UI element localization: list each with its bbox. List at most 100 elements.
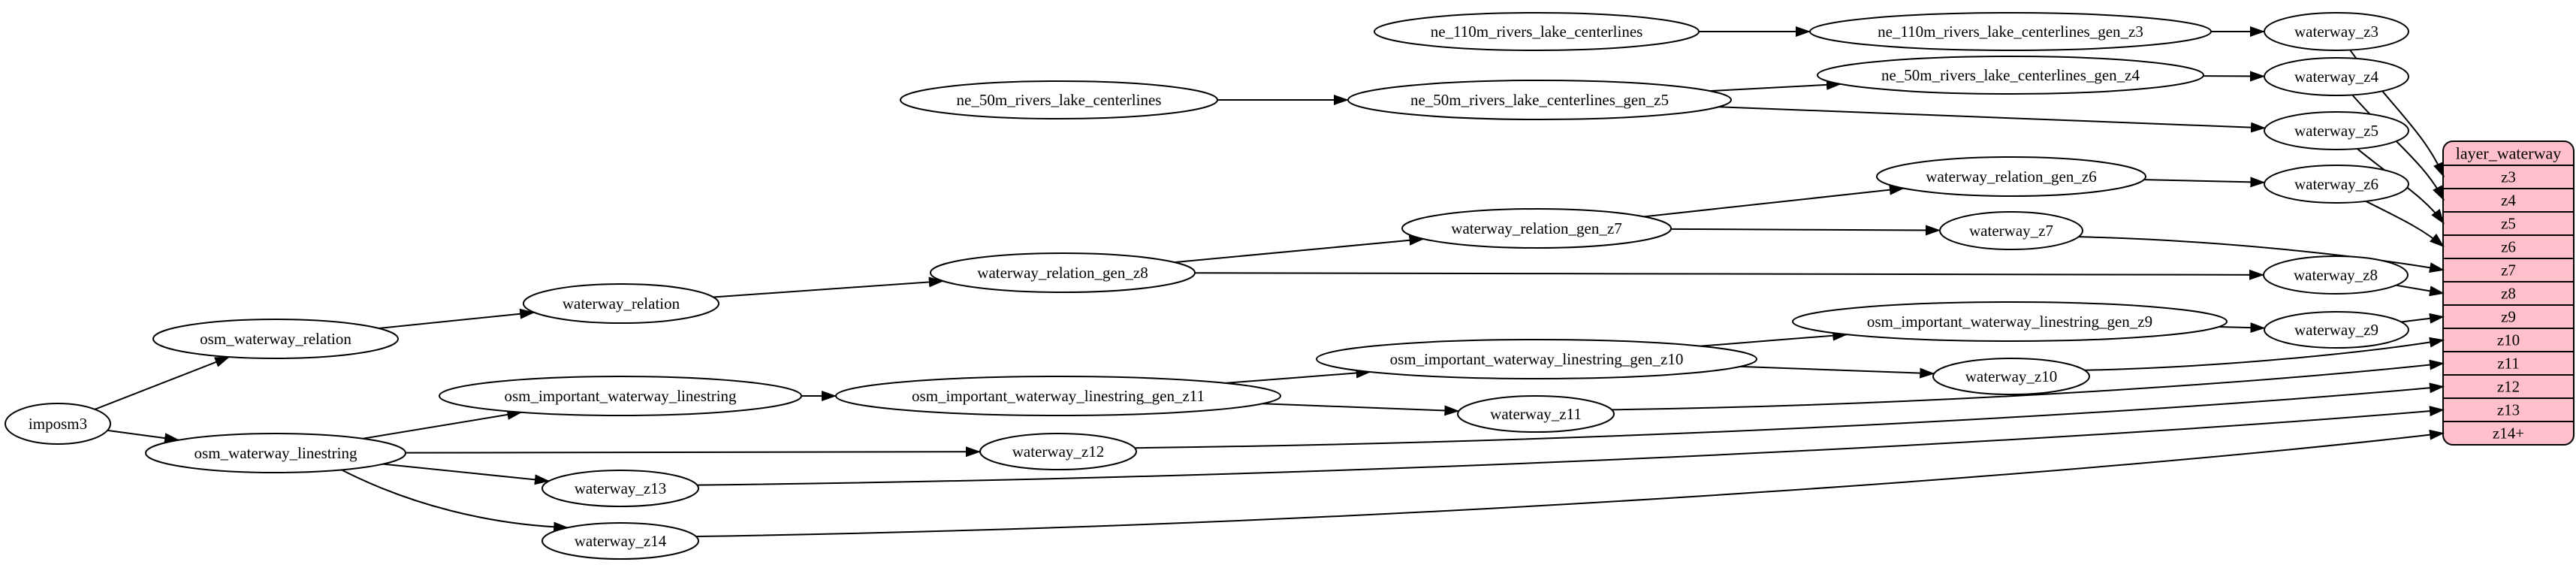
node-ellipse-waterway_z14 (541, 522, 699, 560)
node-label-waterway_relation_gen_z8: waterway_relation_gen_z8 (977, 264, 1148, 282)
node-ellipse-imposm3 (5, 403, 111, 445)
node-osm_waterway_relation: osm_waterway_relation (152, 319, 399, 359)
node-label-waterway_z6: waterway_z6 (2294, 175, 2378, 193)
edge-waterway_relation_gen_z6-to-waterway_z6 (2143, 177, 2266, 188)
node-waterway_z7: waterway_z7 (1939, 211, 2083, 250)
edge-osm_important_waterway_linestring_gen_z10-to-osm_important_waterway_linestring_gen_z9 (1700, 330, 1848, 347)
edge-waterway_z14-to-layer_waterway-z14+ (695, 429, 2445, 538)
node-waterway_z12: waterway_z12 (979, 433, 1137, 470)
edge-osm_important_waterway_linestring_gen_z9-to-waterway_z9 (2219, 322, 2266, 334)
node-label-waterway_relation: waterway_relation (563, 295, 680, 313)
node-waterway_z9: waterway_z9 (2264, 311, 2409, 349)
edge-waterway_relation_gen_z8-to-waterway_relation_gen_z7 (1174, 234, 1425, 264)
node-label-waterway_z13: waterway_z13 (575, 479, 666, 497)
node-ellipse-osm_important_waterway_linestring_gen_z10 (1316, 339, 1757, 379)
edge-osm_waterway_linestring-to-osm_important_waterway_linestring (363, 409, 523, 440)
node-waterway_relation_gen_z7: waterway_relation_gen_z7 (1401, 208, 1672, 249)
edge-osm_important_waterway_linestring_gen_z11-to-waterway_z11 (1262, 403, 1460, 416)
edge-ne_50m_rivers_lake_centerlines_gen_z5-to-waterway_z5 (1718, 106, 2267, 133)
node-label-ne_50m_rivers_lake_centerlines: ne_50m_rivers_lake_centerlines (957, 91, 1162, 109)
edges-layer (94, 26, 2445, 538)
edge-osm_important_waterway_linestring_gen_z11-to-osm_important_waterway_linestring_gen_z10 (1225, 367, 1371, 384)
table-row-z14+: z14+ (2493, 425, 2524, 443)
node-label-ne_110m_rivers_lake_centerlines: ne_110m_rivers_lake_centerlines (1431, 23, 1643, 41)
node-waterway_z4: waterway_z4 (2264, 57, 2409, 96)
node-ellipse-ne_50m_rivers_lake_centerlines_gen_z4 (1817, 56, 2204, 95)
nodes-layer: imposm3osm_waterway_relationosm_waterway… (5, 12, 2409, 560)
edge-osm_important_waterway_linestring_gen_z10-to-waterway_z10 (1740, 365, 1935, 379)
node-ellipse-osm_waterway_relation (152, 319, 399, 359)
edge-osm_waterway_relation-to-waterway_relation (379, 308, 535, 329)
table-row-z9: z9 (2501, 308, 2516, 326)
table-row-z6: z6 (2501, 238, 2516, 256)
node-label-ne_110m_rivers_lake_centerlines_gen_z3: ne_110m_rivers_lake_centerlines_gen_z3 (1878, 23, 2143, 41)
node-osm_important_waterway_linestring_gen_z9: osm_important_waterway_linestring_gen_z9 (1792, 301, 2228, 342)
table-header: layer_waterway (2456, 144, 2561, 162)
table-row-z7: z7 (2501, 261, 2516, 279)
node-label-waterway_z10: waterway_z10 (1965, 367, 2057, 385)
node-ellipse-osm_important_waterway_linestring (439, 376, 802, 416)
node-ellipse-osm_important_waterway_linestring_gen_z11 (835, 376, 1281, 416)
table-row-z13: z13 (2497, 401, 2520, 419)
edge-waterway_relation-to-waterway_relation_gen_z8 (713, 276, 944, 298)
node-ellipse-waterway_relation_gen_z8 (930, 252, 1196, 293)
node-waterway_relation_gen_z6: waterway_relation_gen_z6 (1876, 156, 2146, 197)
node-ellipse-waterway_z9 (2264, 311, 2409, 349)
table-row-z4: z4 (2501, 192, 2516, 210)
node-label-waterway_z3: waterway_z3 (2294, 23, 2378, 41)
node-label-osm_important_waterway_linestring_gen_z11: osm_important_waterway_linestring_gen_z1… (912, 387, 1205, 405)
node-waterway_relation: waterway_relation (523, 283, 719, 324)
edge-imposm3-to-osm_waterway_relation (94, 356, 231, 410)
edge-waterway_z8-to-layer_waterway-z8 (2396, 284, 2445, 297)
edge-waterway_relation_gen_z8-to-waterway_z8 (1194, 269, 2264, 280)
node-label-waterway_z5: waterway_z5 (2294, 122, 2378, 140)
table-row-z10: z10 (2497, 331, 2520, 349)
node-label-waterway_z9: waterway_z9 (2294, 321, 2378, 339)
node-waterway_z5: waterway_z5 (2264, 111, 2409, 150)
node-waterway_z14: waterway_z14 (541, 522, 699, 560)
table-row-z5: z5 (2501, 215, 2516, 233)
node-waterway_relation_gen_z8: waterway_relation_gen_z8 (930, 252, 1196, 293)
node-waterway_z13: waterway_z13 (541, 470, 699, 507)
node-ellipse-waterway_relation (523, 283, 719, 324)
node-imposm3: imposm3 (5, 403, 111, 445)
edge-waterway_z10-to-layer_waterway-z10 (2084, 337, 2445, 371)
node-waterway_z6: waterway_z6 (2264, 165, 2409, 204)
node-label-waterway_z11: waterway_z11 (1490, 405, 1582, 423)
table-layer_waterway: layer_waterwayz3z4z5z6z7z8z9z10z11z12z13… (2442, 140, 2574, 446)
node-ne_50m_rivers_lake_centerlines_gen_z5: ne_50m_rivers_lake_centerlines_gen_z5 (1347, 80, 1732, 120)
node-osm_important_waterway_linestring_gen_z10: osm_important_waterway_linestring_gen_z1… (1316, 339, 1757, 379)
node-ellipse-waterway_z11 (1457, 395, 1615, 433)
node-label-ne_50m_rivers_lake_centerlines_gen_z4: ne_50m_rivers_lake_centerlines_gen_z4 (1881, 66, 2140, 84)
node-label-waterway_z8: waterway_z8 (2294, 266, 2378, 284)
node-osm_important_waterway_linestring: osm_important_waterway_linestring (439, 376, 802, 416)
edge-waterway_relation_gen_z7-to-waterway_relation_gen_z6 (1643, 184, 1905, 218)
node-ellipse-waterway_z3 (2264, 12, 2409, 51)
node-ne_110m_rivers_lake_centerlines_gen_z3: ne_110m_rivers_lake_centerlines_gen_z3 (1809, 12, 2212, 51)
node-ellipse-waterway_z6 (2264, 165, 2409, 204)
node-ellipse-waterway_relation_gen_z7 (1401, 208, 1672, 249)
edge-osm_waterway_linestring-to-waterway_z14 (341, 469, 569, 533)
edge-waterway_z9-to-layer_waterway-z9 (2401, 313, 2445, 324)
edge-waterway_z11-to-layer_waterway-z11 (1612, 359, 2445, 411)
node-waterway_z10: waterway_z10 (1932, 358, 2090, 395)
node-label-ne_50m_rivers_lake_centerlines_gen_z5: ne_50m_rivers_lake_centerlines_gen_z5 (1410, 91, 1669, 109)
edge-imposm3-to-osm_waterway_linestring (107, 429, 180, 444)
node-osm_important_waterway_linestring_gen_z11: osm_important_waterway_linestring_gen_z1… (835, 376, 1281, 416)
node-label-waterway_z4: waterway_z4 (2294, 68, 2378, 86)
table-row-z11: z11 (2497, 355, 2520, 373)
node-ne_50m_rivers_lake_centerlines_gen_z4: ne_50m_rivers_lake_centerlines_gen_z4 (1817, 56, 2204, 95)
edge-waterway_z12-to-layer_waterway-z12 (1134, 382, 2445, 449)
edge-waterway_z6-to-layer_waterway-z6 (2365, 200, 2445, 248)
node-label-waterway_relation_gen_z6: waterway_relation_gen_z6 (1926, 168, 2096, 186)
node-label-osm_waterway_relation: osm_waterway_relation (200, 330, 351, 348)
node-label-waterway_relation_gen_z7: waterway_relation_gen_z7 (1451, 219, 1621, 237)
node-label-osm_important_waterway_linestring: osm_important_waterway_linestring (504, 387, 737, 405)
node-waterway_z3: waterway_z3 (2264, 12, 2409, 51)
node-ellipse-waterway_z5 (2264, 111, 2409, 150)
node-ellipse-osm_waterway_linestring (145, 433, 406, 473)
node-ellipse-ne_50m_rivers_lake_centerlines (900, 80, 1218, 119)
node-ellipse-waterway_z7 (1939, 211, 2083, 250)
